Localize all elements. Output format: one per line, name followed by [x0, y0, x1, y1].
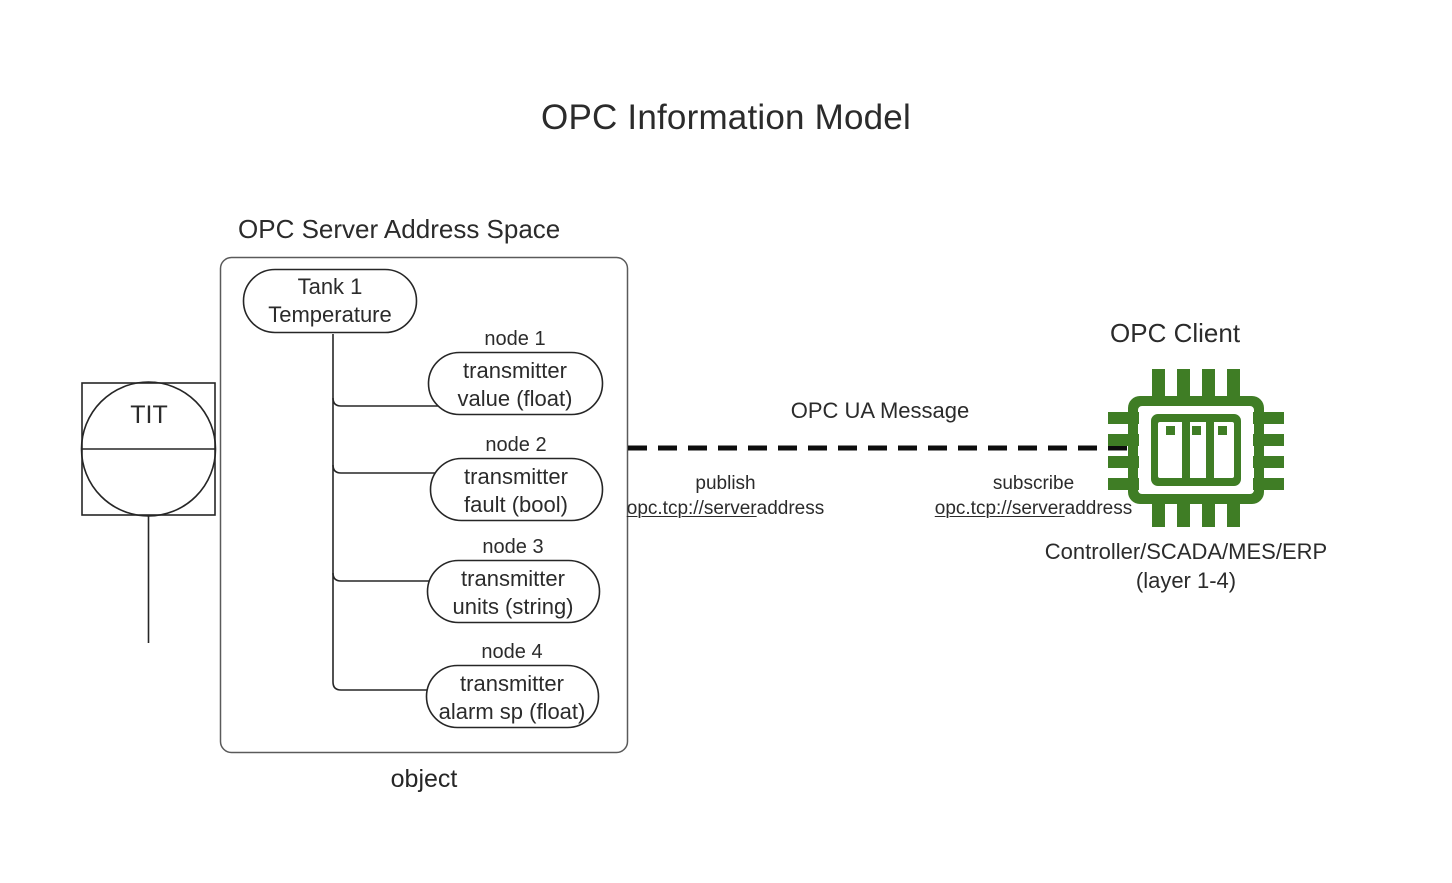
client-role-line2: (layer 1-4)	[1135, 568, 1237, 593]
publish-verb-label: publish	[695, 473, 756, 494]
client-role-label: Controller/SCADA/MES/ERP (layer 1-4)	[986, 537, 1386, 595]
node-label-2-line1: transmitter	[464, 464, 568, 489]
node-tree-connectors	[332, 334, 440, 691]
node-label-4: transmitter alarm sp (float)	[424, 670, 600, 726]
root-node-label: Tank 1 Temperature	[243, 273, 417, 329]
subscribe-url-link[interactable]: opc.tcp://server	[934, 498, 1065, 519]
subscribe-url[interactable]: opc.tcp://serveraddress	[912, 497, 1155, 520]
subscribe-verb-label: subscribe	[992, 473, 1075, 494]
tit-tag-label: TIT	[130, 401, 168, 429]
node-caption-2: node 2	[485, 434, 547, 456]
publish-url-tail: address	[756, 498, 825, 519]
node-caption-3: node 3	[482, 536, 544, 558]
node-label-1-line1: transmitter	[463, 358, 567, 383]
root-node-label-line1: Tank 1	[297, 274, 363, 299]
publish-endpoint: publish opc.tcp://serveraddress	[604, 472, 847, 520]
node-label-3: transmitter units (string)	[427, 565, 599, 621]
opc-ua-message-label: OPC UA Message	[790, 398, 970, 423]
publish-url-link[interactable]: opc.tcp://server	[626, 498, 757, 519]
node-label-3-line1: transmitter	[461, 566, 565, 591]
node-caption-4: node 4	[481, 641, 543, 663]
root-node-label-line2: Temperature	[268, 302, 392, 327]
node-label-2: transmitter fault (bool)	[430, 463, 602, 519]
subscribe-url-tail: address	[1064, 498, 1133, 519]
page-title: OPC Information Model	[541, 98, 911, 137]
opc-client-label: OPC Client	[1110, 318, 1241, 348]
node-label-1: transmitter value (float)	[428, 357, 602, 413]
node-label-4-line1: transmitter	[460, 671, 564, 696]
subscribe-endpoint: subscribe opc.tcp://serveraddress	[912, 472, 1155, 520]
client-role-line1: Controller/SCADA/MES/ERP	[1044, 539, 1328, 564]
node-label-4-line2: alarm sp (float)	[438, 699, 586, 724]
publish-url[interactable]: opc.tcp://serveraddress	[604, 497, 847, 520]
node-label-2-line2: fault (bool)	[464, 492, 568, 517]
node-label-3-line2: units (string)	[452, 594, 574, 619]
node-caption-1: node 1	[484, 328, 546, 350]
server-address-space-label: OPC Server Address Space	[238, 214, 561, 244]
node-label-1-line2: value (float)	[457, 386, 573, 411]
object-label: object	[390, 765, 458, 793]
